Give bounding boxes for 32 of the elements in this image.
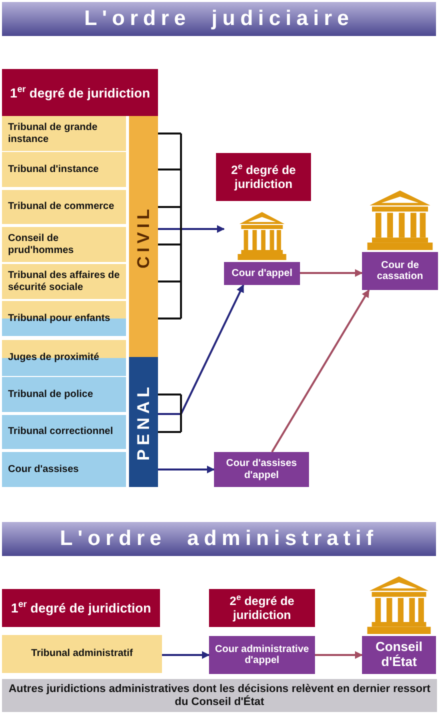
court-box: Cour d'assises bbox=[2, 452, 126, 487]
court-box: Cour administrative d'appel bbox=[209, 636, 315, 674]
arrow bbox=[162, 651, 210, 659]
court-box: Tribunal pour enfants bbox=[2, 301, 126, 336]
court-box: Juges de proximité bbox=[2, 340, 126, 376]
arrow bbox=[158, 225, 225, 233]
degree-heading: 2$^{e}$ degré de juridiction bbox=[209, 589, 315, 627]
court-box: Cour de cassation bbox=[362, 252, 438, 290]
court-box: Cour d'assises d'appel bbox=[214, 452, 309, 487]
court-box: Tribunal de commerce bbox=[2, 190, 126, 224]
court-box: Tribunal de police bbox=[2, 377, 126, 412]
degree-heading: 2$^{e}$ degré de juridiction bbox=[216, 153, 311, 201]
arrow bbox=[158, 466, 215, 474]
category-band: PENAL bbox=[129, 357, 158, 487]
court-box: Tribunal administratif bbox=[2, 635, 162, 673]
degree-heading: 1$^{er}$ degré de juridiction bbox=[2, 589, 160, 627]
arrow bbox=[300, 269, 363, 277]
court-box: Tribunal correctionnel bbox=[2, 415, 126, 449]
degree-heading: 1$^{er}$ degré de juridiction bbox=[2, 69, 158, 116]
court-box: Conseil d'État bbox=[362, 636, 436, 674]
section-title: L'ordre administratif bbox=[60, 527, 378, 551]
court-box: Conseil de prud'hommes bbox=[2, 227, 126, 262]
arrow bbox=[271, 289, 370, 453]
category-band: CIVIL bbox=[129, 116, 158, 357]
note-band: Autres juridictions administratives dont les décisions relèvent en dernier ressort du Conseil d'État bbox=[2, 679, 437, 712]
arrow bbox=[158, 284, 244, 415]
arrow bbox=[315, 651, 363, 659]
court-box: Tribunal d'instance bbox=[2, 152, 126, 187]
court-box: Tribunal des affaires de sécurité sociale bbox=[2, 264, 126, 299]
court-box: Tribunal de grande instance bbox=[2, 116, 126, 151]
title: L'ordre judiciaire bbox=[84, 7, 354, 31]
court-box: Cour d'appel bbox=[224, 262, 300, 285]
